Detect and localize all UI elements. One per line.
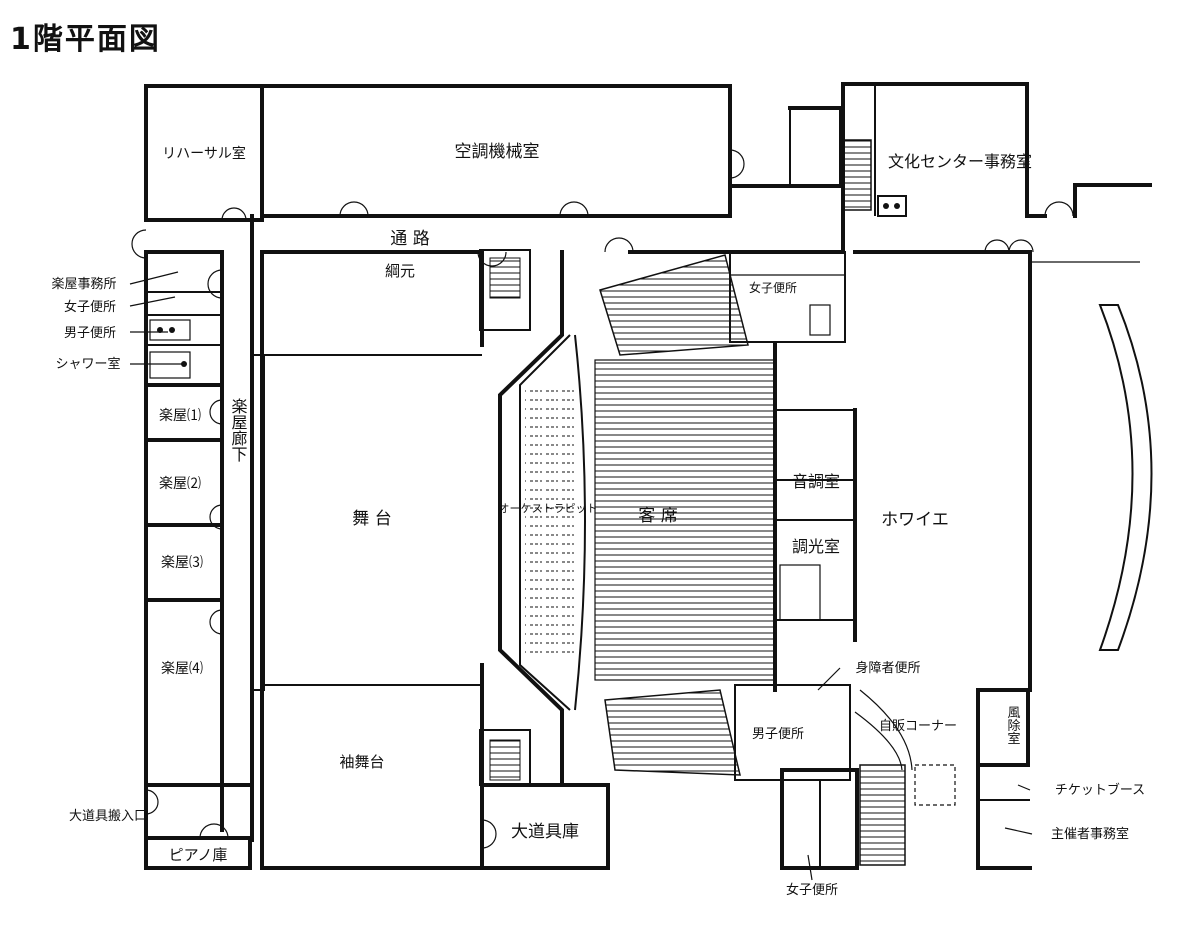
gakuya-office-label: 楽屋事務所 (51, 276, 116, 292)
organizer-office-label: 主催者事務室 (1051, 826, 1129, 842)
leader-lines (129, 271, 1033, 881)
tsunamoto-label: 綱元 (385, 262, 415, 280)
gakuya1-label: 楽屋⑴ (159, 408, 201, 424)
gakuya4-label: 楽屋⑷ (161, 661, 203, 677)
vending-label: 自販コーナー (879, 719, 957, 734)
orchestra-pit-label: オーケストラピット (499, 502, 598, 515)
east-service (729, 251, 857, 642)
gakuya-corridor-label: 楽屋廊下 (229, 398, 248, 462)
womens-toilet-s-label: 女子便所 (786, 882, 838, 898)
top-block (144, 84, 842, 222)
south-east-service (734, 684, 956, 870)
ticket-booth-label: チケットブース (1055, 782, 1145, 798)
dressing-wing (131, 214, 265, 870)
culture-office-label: 文化センター事務室 (888, 152, 1032, 171)
large-props-storage-label: 大道具庫 (511, 822, 579, 842)
gakuya3-label: 楽屋⑶ (161, 555, 203, 571)
light-room-label: 調光室 (792, 537, 840, 556)
seats-label: 客 席 (638, 506, 677, 526)
passage-label: 通 路 (390, 229, 429, 249)
womens-toilet-w-label: 女子便所 (64, 299, 116, 315)
rehearsal-label: リハーサル室 (162, 145, 246, 162)
sound-room-label: 音調室 (792, 472, 840, 491)
accessible-toilet-label: 身障者便所 (855, 660, 920, 676)
large-props-storage (480, 783, 610, 870)
foyer-label: ホワイエ (881, 510, 949, 530)
windbreak-label: 風除室 (1005, 706, 1021, 745)
womens-toilet-ne-label: 女子便所 (749, 280, 797, 295)
auditorium (498, 250, 777, 787)
aircon-room (260, 84, 732, 218)
large-props-entry-label: 大道具搬入口 (69, 809, 147, 824)
piano-storage (144, 836, 252, 870)
mens-toilet-se-label: 男子便所 (752, 727, 804, 742)
mens-toilet-w-label: 男子便所 (64, 326, 116, 341)
aircon-label: 空調機械室 (455, 142, 540, 162)
plan-title: 1階平面図 (10, 22, 161, 57)
stage-label: 舞 台 (352, 509, 391, 529)
culture-office-block (841, 82, 1152, 254)
piano-storage-label: ピアノ庫 (169, 846, 228, 864)
side-stage-label: 袖舞台 (339, 753, 384, 771)
foyer-block (976, 250, 1153, 870)
windbreak-room (976, 688, 1030, 767)
stage-block (260, 249, 610, 870)
shower-label: シャワー室 (55, 356, 120, 372)
gakuya2-label: 楽屋⑵ (159, 476, 201, 492)
